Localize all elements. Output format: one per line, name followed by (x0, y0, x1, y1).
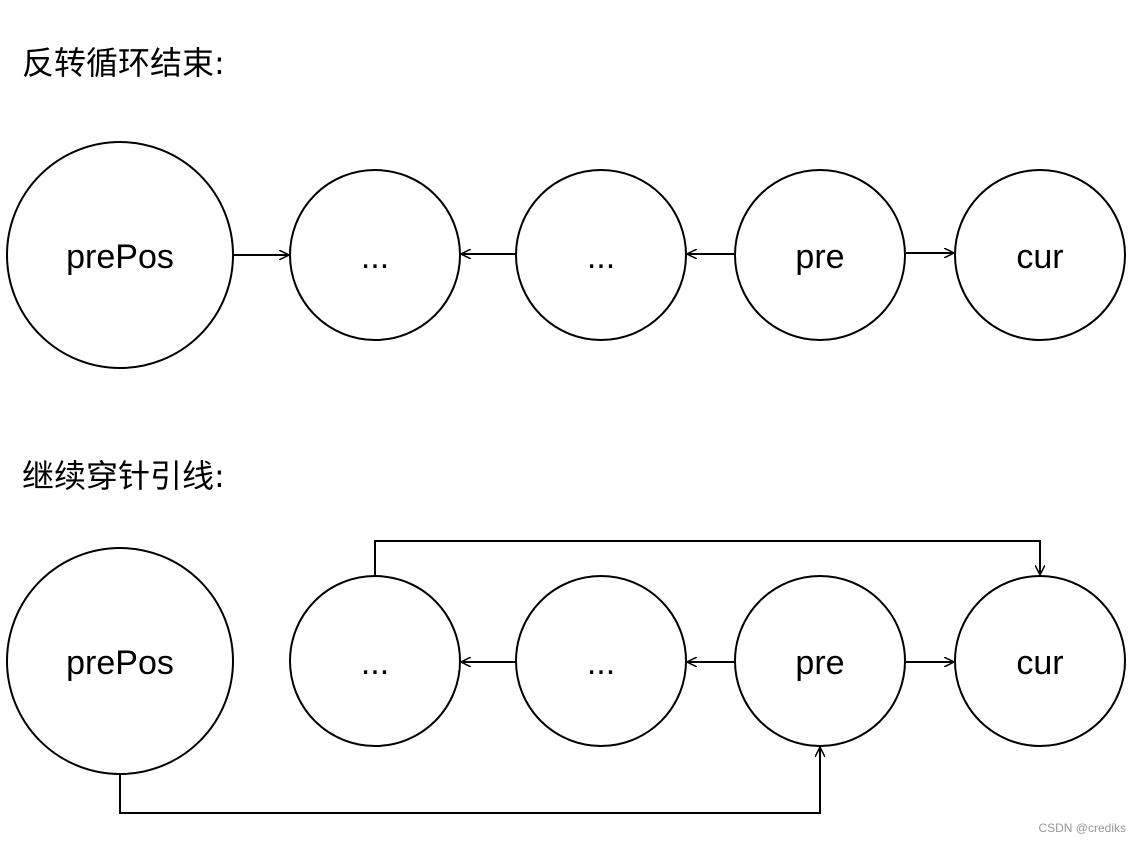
node-label: prePos (66, 238, 174, 276)
node-label: pre (795, 238, 844, 276)
watermark: CSDN @crediks (1038, 821, 1126, 835)
section1-title: 反转循环结束: (22, 44, 225, 82)
node-prepos (6, 141, 234, 369)
node-label: ... (361, 644, 389, 682)
node-label: pre (795, 644, 844, 682)
arrow-prepos-to-pre (119, 747, 820, 814)
node-label: ... (587, 644, 615, 682)
node-label: prePos (66, 644, 174, 682)
node-ellipsis-1 (289, 169, 461, 341)
section1-nodes: prePos ... ... pre cur (6, 141, 1126, 369)
node-label: cur (1016, 644, 1063, 682)
arrow-first-to-cur (374, 540, 1040, 576)
node-label: cur (1016, 238, 1063, 276)
node-label: ... (361, 238, 389, 276)
node-label: ... (587, 238, 615, 276)
section2-title: 继续穿针引线: (22, 457, 225, 495)
node-cur (954, 575, 1126, 747)
section2-nodes: prePos ... ... pre cur (6, 540, 1126, 814)
node-cur (954, 169, 1126, 341)
